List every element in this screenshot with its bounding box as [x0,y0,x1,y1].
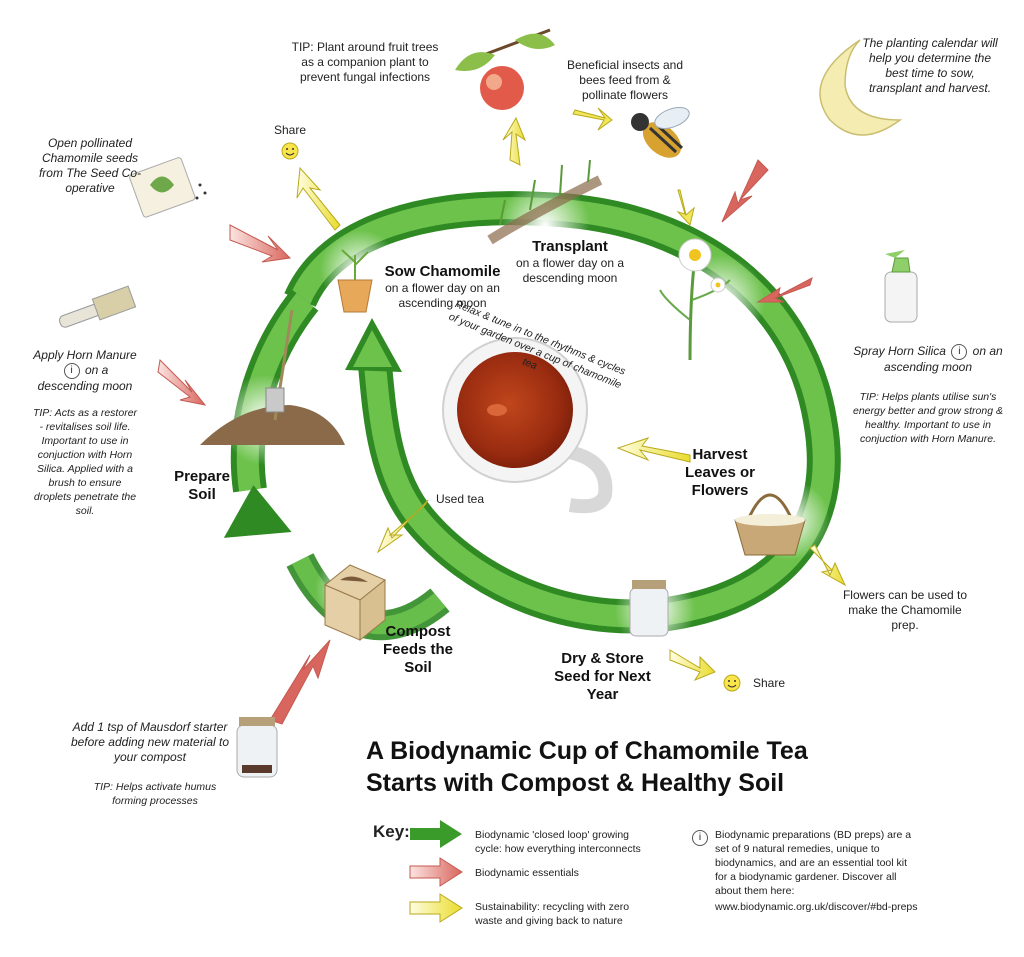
compost-crate-icon [324,564,386,642]
mausdorf-note: Add 1 tsp of Mausdorf starter before add… [70,720,230,764]
tea-cup-icon [442,337,613,514]
seed-packet-icon [129,157,207,218]
stage-prepare: Prepare Soil [174,468,230,503]
bee-icon [631,107,690,158]
stage-sow: Sow Chamomile on a flower day on an asce… [375,263,510,311]
key-yellow-arrow-icon [409,893,463,923]
horn-manure-timing: on a descending moon [37,363,133,393]
horn-silica-timing: on an ascending moon [883,344,1003,374]
page-title: A Biodynamic Cup of Chamomile Tea Starts… [366,735,886,799]
chamomile-plant-icon [659,238,731,361]
key-label: Key: [373,822,410,841]
starter-jar-icon [236,717,278,778]
jar-icon [629,580,669,637]
insects-note: Beneficial insects and bees feed from & … [566,58,684,102]
stage-dry: Dry & Store Seed for Next Year [554,650,651,703]
bd-info-icon[interactable]: i [692,830,708,846]
horn-manure-note: Apply Horn Manure i on a descending moon [30,348,140,394]
stage-sow-desc: on a flower day on an ascending moon [385,281,500,310]
title-line-2: Starts with Compost & Healthy Soil [366,769,785,797]
horn-silica-tip: TIP: Helps plants utilise sun's energy b… [852,391,1003,445]
info-icon-2[interactable]: i [951,344,968,360]
stage-transplant: Transplant on a flower day on a descendi… [510,238,630,286]
horn-manure-label: Apply Horn Manure [33,348,137,362]
yellow-arrows [296,107,847,682]
key-red-arrow-icon [409,857,463,887]
horn-silica-label: Spray Horn Silica [853,344,946,359]
key-red-text: Biodynamic essentials [475,867,579,879]
basket-icon [734,493,806,556]
bd-info-text: Biodynamic preparations (BD preps) are a… [715,829,912,897]
smiley-icon [281,142,299,160]
title-line-1: A Biodynamic Cup of Chamomile Tea [366,737,808,765]
seeds-note: Open pollinated Chamomile seeds from The… [38,136,142,195]
key-green-text: Biodynamic 'closed loop' growing cycle: … [475,829,641,855]
apple-icon [455,28,555,110]
tip-fruit-trees: TIP: Plant around fruit trees as a compa… [291,40,439,84]
info-icon[interactable]: i [63,363,80,379]
horn-silica-note: Spray Horn Silica i on an ascending moon [848,344,1008,375]
stage-compost: Compost Feeds the Soil [382,623,454,676]
stage-transplant-desc: on a flower day on a descending moon [515,256,625,285]
share-top[interactable]: Share [273,123,307,137]
mausdorf-tip: TIP: Helps activate humus forming proces… [93,781,217,807]
soil-pile-spade-icon [200,309,345,445]
used-tea-label: Used tea [436,492,485,506]
share-bottom[interactable]: Share [752,676,786,690]
stage-sow-title: Sow Chamomile [384,263,501,280]
key-yellow-text: Sustainability: recycling with zero wast… [475,901,630,927]
planting-calendar-note: The planting calendar will help you dete… [862,36,998,95]
horn-manure-tip: TIP: Acts as a restorer - revitalises so… [32,407,138,517]
smiley-icon-2 [723,674,741,692]
key-green-arrow-icon [410,820,462,848]
stage-harvest: Harvest Leaves or Flowers [684,446,756,499]
red-arrows [157,159,813,725]
stage-transplant-title: Transplant [532,238,608,255]
moon-icon [819,39,903,136]
spray-bottle-icon [884,250,918,323]
bd-info-link[interactable]: www.biodynamic.org.uk/discover/#bd-preps [715,901,918,913]
seedlings-icon [487,159,603,245]
brush-icon [58,285,137,328]
flowers-prep-note: Flowers can be used to make the Chamomil… [842,588,968,632]
plant-pot-icon [337,249,373,313]
